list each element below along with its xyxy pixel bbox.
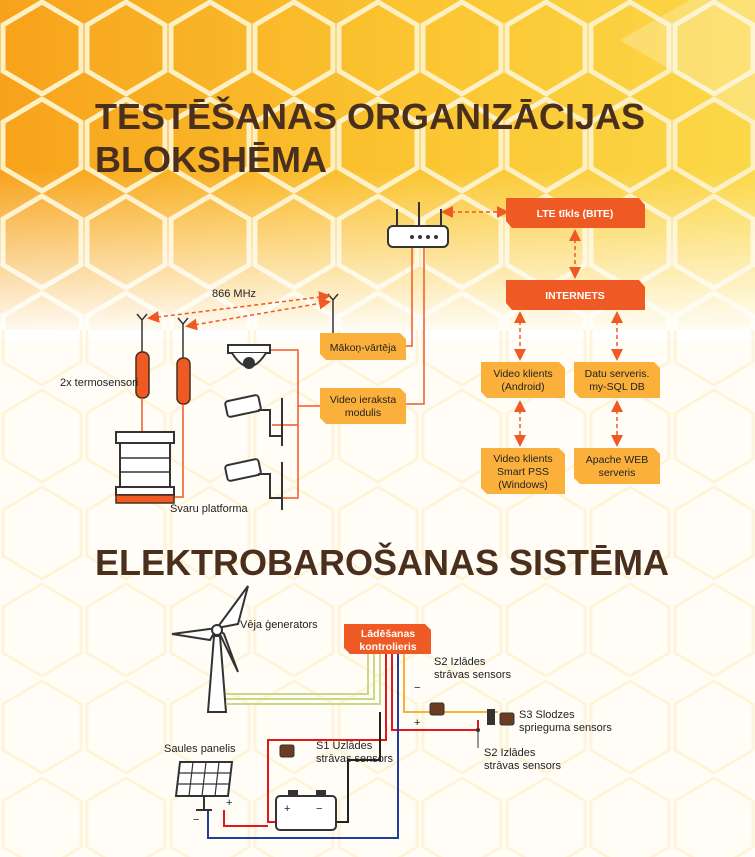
load-plus-sign: + xyxy=(414,717,420,729)
wire-wind-2 xyxy=(226,652,375,700)
video-pss-line1: Video klients xyxy=(493,453,552,465)
video-android-line1: Video klients xyxy=(493,368,552,380)
wire-load-positive xyxy=(403,654,498,713)
s2a-label-line2: strāvas sensors xyxy=(434,669,512,681)
wind-generator-icon xyxy=(171,585,249,713)
wire-cameras xyxy=(270,349,299,499)
controller-line2: kontrolieris xyxy=(359,641,416,653)
data-server-box: Datu serveris. my-SQL DB xyxy=(574,362,660,398)
s2b-label-line1: S2 Izlādes xyxy=(484,747,536,759)
video-pss-line3: (Windows) xyxy=(498,479,548,491)
apache-server-box: Apache WEB serveris xyxy=(574,448,660,484)
charge-controller-box: Lādēšanas kontrolieris xyxy=(344,624,431,654)
bullet-camera-icon-1 xyxy=(224,394,283,446)
lte-network-box: LTE tīkls (BITE) xyxy=(506,198,645,228)
internet-label: INTERNETS xyxy=(545,290,605,302)
video-module-box: Video ieraksta modulis xyxy=(320,388,406,424)
solar-plus-sign: + xyxy=(226,797,232,809)
video-pss-line2: Smart PSS xyxy=(497,466,549,478)
load-minus-sign: − xyxy=(414,682,420,694)
controller-line1: Lādēšanas xyxy=(361,628,415,640)
data-server-line2: my-SQL DB xyxy=(589,381,645,393)
section2-title: ELEKTROBAROŠANAS SISTĒMA xyxy=(95,541,669,583)
dome-camera-icon xyxy=(227,344,271,369)
wire-solar-negative xyxy=(207,654,399,839)
s1-label-line1: S1 Uzlādes xyxy=(316,740,373,752)
wire-wind-1 xyxy=(226,652,369,695)
wire-battery-negative xyxy=(332,712,381,823)
s1-charge-sensor-icon xyxy=(279,744,295,758)
wire-solar-positive xyxy=(223,810,268,827)
internet-box: INTERNETS xyxy=(506,280,645,310)
section1-title-line1: TESTĒŠANAS ORGANIZĀCIJAS xyxy=(95,95,645,137)
solar-minus-sign: − xyxy=(193,814,199,826)
solar-panel-label: Saules panelis xyxy=(164,743,236,755)
thermo-sensor-icon-1 xyxy=(135,313,150,432)
s3-label-line1: S3 Slodzes xyxy=(519,709,575,721)
video-client-pss-box: Video klients Smart PSS (Windows) xyxy=(481,448,565,494)
s3-voltage-sensor-icon xyxy=(499,712,515,726)
radio-link-2 xyxy=(185,297,331,331)
battery-icon xyxy=(275,790,337,831)
solar-panel-icon xyxy=(174,761,234,811)
wire-router-videomodule xyxy=(406,248,425,405)
video-client-android-box: Video klients (Android) xyxy=(481,362,565,398)
gateway-label: Mākoņ-vārtēja xyxy=(330,342,397,354)
battery-minus-sign: − xyxy=(316,803,322,815)
wire-router-gateway xyxy=(406,248,413,347)
lte-label: LTE tīkls (BITE) xyxy=(537,208,614,220)
video-module-line1: Video ieraksta xyxy=(330,394,397,406)
thermo-sensors-label: 2x termosensori xyxy=(60,377,138,389)
video-module-line2: modulis xyxy=(345,407,381,419)
wind-generator-label: Vēja ģenerators xyxy=(240,618,318,631)
bullet-camera-icon-2 xyxy=(224,458,283,510)
scale-platform-label: Svaru platforma xyxy=(170,503,249,515)
section1-title-line2: BLOKSHĒMA xyxy=(95,139,327,180)
cloud-gateway-box: Mākoņ-vārtēja xyxy=(320,333,406,360)
apache-line2: serveris xyxy=(599,467,636,479)
battery-plus-sign: + xyxy=(284,803,290,815)
load-resistor-icon xyxy=(487,709,495,725)
router-icon xyxy=(387,202,449,248)
s1-label-line2: strāvas sensors xyxy=(316,753,394,765)
s2b-label-line2: strāvas sensors xyxy=(484,760,562,772)
s3-label-line2: sprieguma sensors xyxy=(519,722,612,734)
s2-discharge-sensor-icon xyxy=(429,702,445,716)
apache-line1: Apache WEB xyxy=(586,454,648,466)
data-server-line1: Datu serveris. xyxy=(585,368,650,380)
wire-load-negative xyxy=(391,654,479,731)
s2a-label-line1: S2 Izlādes xyxy=(434,656,486,668)
video-android-line2: (Android) xyxy=(501,381,544,393)
wire-battery-positive xyxy=(267,654,387,823)
beehive-icon xyxy=(115,431,175,504)
radio-frequency-label: 866 MHz xyxy=(212,288,256,300)
wire-wind-3 xyxy=(226,652,381,705)
